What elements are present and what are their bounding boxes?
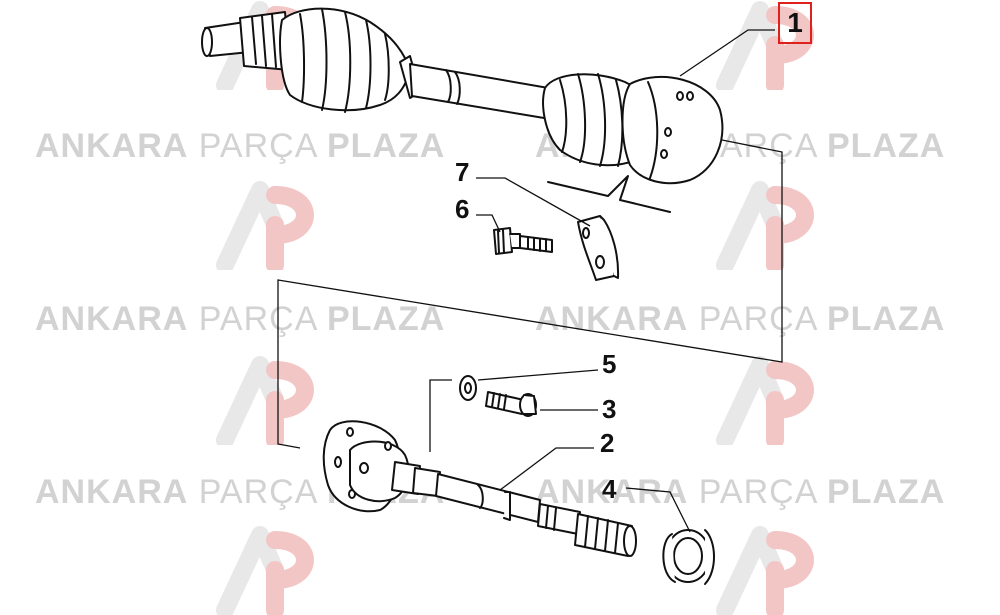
parts-diagram: ANKARA PARÇA PLAZA ANKARA PARÇA PLAZA AN…	[35, 1, 946, 615]
drive-shaft-drawing	[201, 7, 783, 585]
washer-part-5	[459, 375, 477, 401]
bolt-part-6	[493, 227, 553, 255]
bolt-part-3	[485, 391, 537, 417]
leader-line-7	[476, 177, 591, 227]
callout-4: 4	[602, 474, 617, 504]
leader-line-6	[476, 214, 501, 233]
leader-line-1	[679, 29, 775, 77]
watermark-text: ANKARA PARÇA PLAZA	[35, 127, 446, 165]
drive-shaft-assembly	[201, 7, 724, 185]
callout-3: 3	[602, 394, 617, 424]
watermark-text: ANKARA PARÇA PLAZA	[35, 300, 446, 338]
seal-part-4	[662, 529, 715, 585]
ap-logo-icon	[216, 181, 314, 270]
ap-logo-icon	[716, 356, 814, 445]
plate-part-7	[577, 215, 620, 281]
ap-logo-icon	[716, 181, 814, 270]
stub-axle-part-2	[322, 420, 637, 557]
ap-logo-icon	[716, 1, 814, 90]
callout-2: 2	[600, 428, 615, 458]
assembly-frame-line-2	[429, 379, 452, 452]
callout-7: 7	[455, 157, 470, 187]
callout-6: 6	[455, 194, 470, 224]
callout-5: 5	[602, 349, 617, 379]
leader-line-2	[499, 447, 594, 491]
leader-line-5	[477, 369, 599, 381]
watermark-text: ANKARA PARÇA PLAZA	[535, 473, 946, 511]
watermark-text: ANKARA PARÇA PLAZA	[535, 300, 946, 338]
callout-1: 1	[778, 2, 812, 44]
assembly-frame-line	[277, 139, 783, 449]
leader-line-4	[625, 487, 691, 533]
ap-logo-icon	[216, 356, 314, 445]
